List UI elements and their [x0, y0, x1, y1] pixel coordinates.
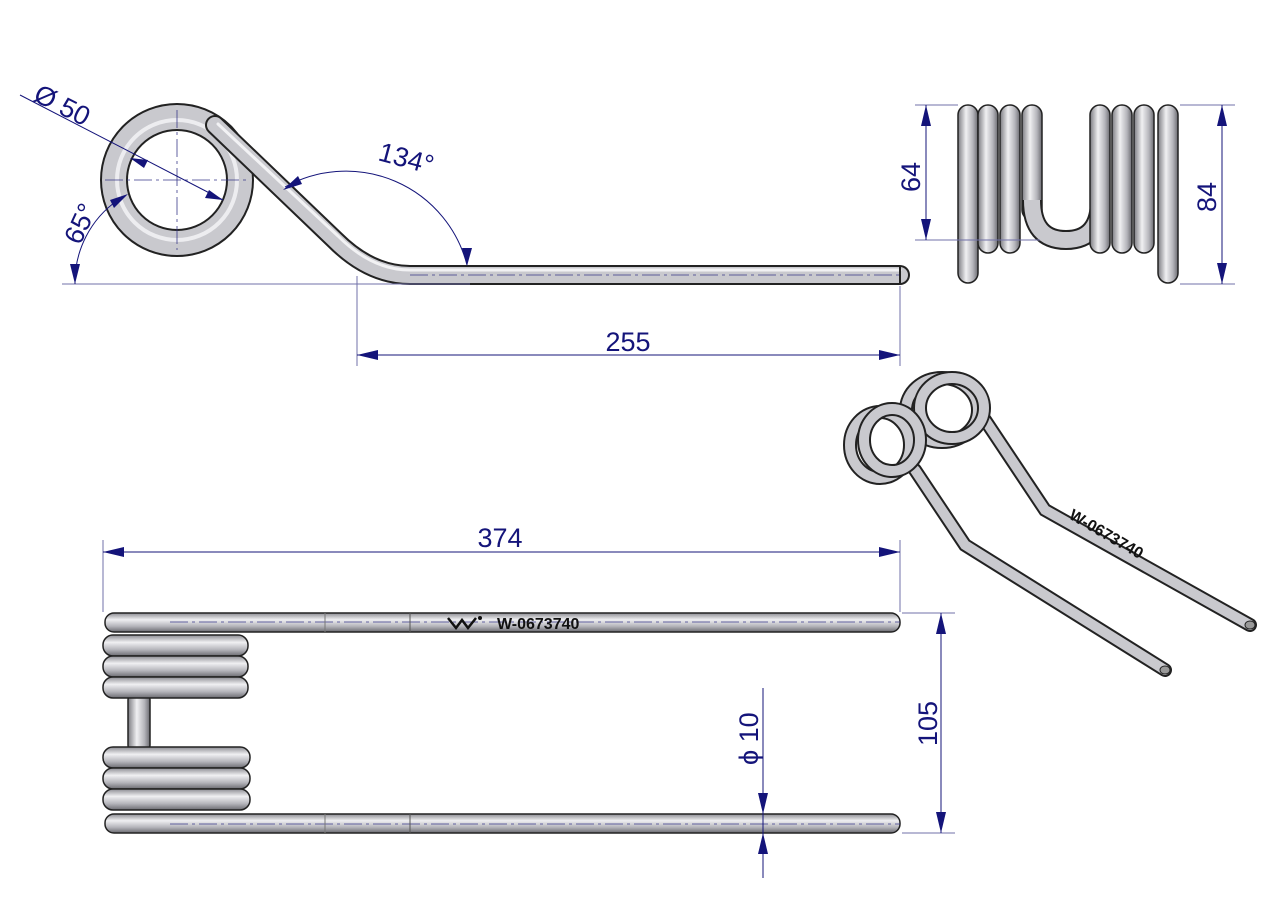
bend-angle-label: 134° — [375, 137, 437, 180]
brand-logo — [447, 616, 482, 631]
overall-length-label: 374 — [477, 523, 522, 553]
loop-angle-label: 65° — [58, 199, 102, 249]
end-view: 64 84 — [896, 104, 1235, 285]
coil-height-inner-label: 64 — [896, 162, 926, 192]
wire-diameter-label: ϕ 10 — [734, 712, 764, 765]
part-number: W-0673740 — [497, 616, 580, 633]
coil-height-outer-label: 84 — [1192, 182, 1222, 212]
leg-spacing-label: 105 — [913, 701, 943, 746]
loop-diameter-label: Ø 50 — [29, 79, 95, 132]
isometric-view: W-0673740 — [843, 371, 1257, 677]
top-view: W-0673740 374 105 ϕ 10 — [102, 523, 955, 878]
side-view: Ø 50 65° 134° 255 — [19, 79, 910, 366]
straight-length-label: 255 — [605, 327, 650, 357]
